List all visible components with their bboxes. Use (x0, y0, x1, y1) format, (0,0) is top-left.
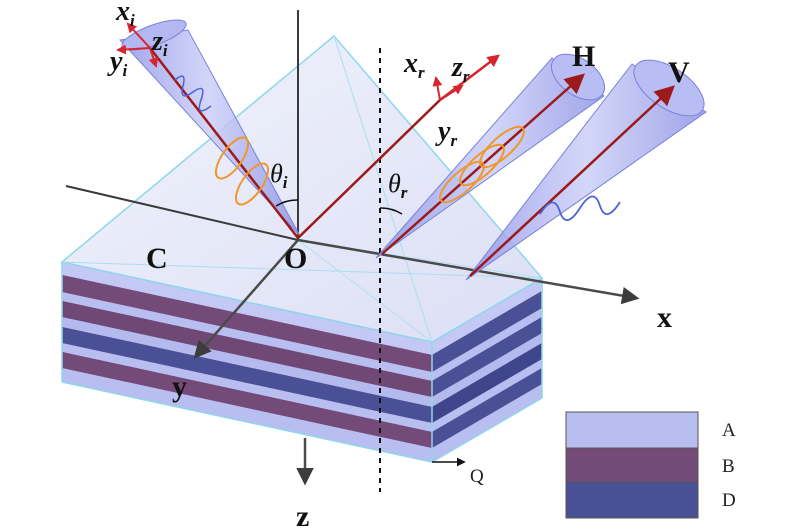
incident-beam (116, 19, 301, 239)
incident-ring-1 (214, 136, 250, 180)
v-wave-blue (539, 195, 621, 221)
legend-label-b: B (722, 456, 735, 477)
legend-label-d: D (722, 490, 736, 511)
theta-i-label: θi (270, 159, 288, 192)
text-labels: O C H V x y z Q θi θr xi yi zi xr yr zr (107, 0, 690, 530)
reflected-beam (297, 54, 500, 239)
h-label: H (572, 40, 595, 73)
h-ring-2 (459, 143, 505, 187)
reflected-beam-axis (297, 99, 441, 239)
legend-swatch-a (565, 411, 699, 449)
v-beam-axis (469, 85, 675, 277)
h-beam-axis (381, 73, 585, 255)
x-axis-back (65, 185, 299, 241)
inc-x-label: xi (115, 0, 135, 30)
incident-wave-blue (174, 75, 212, 112)
v-label: V (668, 56, 690, 89)
origin-label: O (284, 242, 307, 275)
front-layers (62, 262, 432, 462)
x-axis-line (297, 238, 640, 305)
theta-r-label: θr (388, 169, 408, 202)
legend-swatch-b (565, 447, 699, 483)
right-layers (432, 278, 542, 462)
theta-r-arc (379, 207, 403, 215)
multilayer-slab (60, 34, 544, 463)
ref-y-label: yr (435, 116, 457, 150)
incident-ring-2 (234, 162, 270, 206)
y-axis-line (193, 239, 299, 359)
h-ring-1 (439, 160, 485, 204)
legend-label-a: A (722, 420, 736, 441)
medium-label: C (146, 242, 168, 275)
coordinate-axes (65, 10, 640, 492)
legend-swatch-d (565, 481, 699, 519)
inc-z-label: zi (151, 26, 168, 60)
inc-y-label: yi (107, 46, 127, 80)
y-axis-label: y (172, 370, 187, 403)
z-axis-label: z (296, 500, 309, 530)
h-beam (375, 53, 605, 259)
x-axis-label: x (657, 301, 672, 334)
ref-x-label: xr (403, 48, 425, 82)
v-beam (465, 59, 707, 281)
h-ring-3 (479, 125, 525, 169)
legend: A B D (565, 411, 736, 519)
q-label: Q (470, 466, 484, 487)
theta-i-arc (275, 199, 299, 207)
ref-z-label: zr (451, 52, 470, 86)
incident-beam-axis (149, 47, 299, 239)
